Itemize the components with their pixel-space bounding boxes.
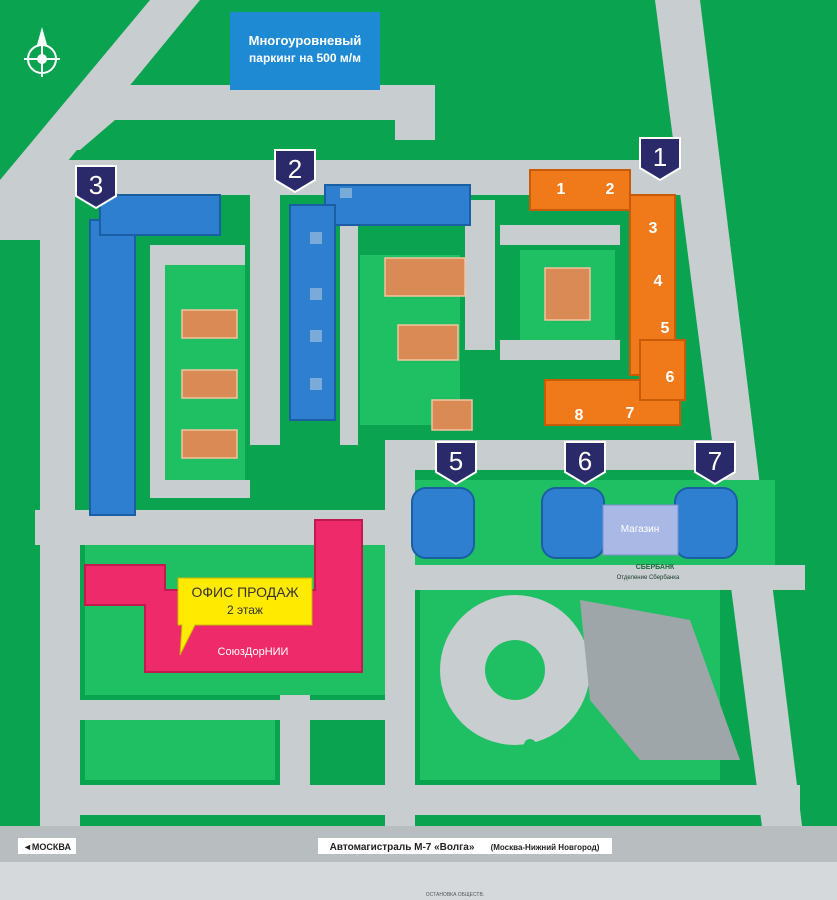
section-2: 2 — [606, 181, 615, 198]
tower-5 — [411, 487, 475, 559]
moscow-label: ◄МОСКВА — [23, 842, 71, 852]
section-8: 8 — [575, 407, 584, 424]
sales-office-callout: ОФИС ПРОДАЖ 2 этаж — [177, 577, 313, 656]
towers — [411, 487, 738, 559]
compass-rose-icon — [24, 27, 60, 77]
marker-2: 2 — [274, 149, 316, 194]
building-1 — [529, 169, 686, 426]
office-building-label: СоюзДорНИИ — [218, 646, 289, 658]
marker-3: 3 — [75, 165, 117, 210]
callout-line2: 2 этаж — [227, 603, 263, 617]
parking-line1: Многоуровневый — [249, 33, 362, 48]
svg-text:2: 2 — [288, 154, 302, 184]
marker-6: 6 — [564, 441, 606, 486]
sport-courts — [181, 257, 591, 459]
shop-building — [602, 504, 679, 556]
sberbank-logo: СБЕРБАНК — [636, 564, 675, 571]
section-4: 4 — [654, 273, 663, 290]
highway-labels: ◄МОСКВА Автомагистраль М-7 «Волга» (Моск… — [18, 838, 612, 898]
marker-1: 1 — [639, 137, 681, 182]
building-markers: 1 2 3 5 6 7 — [75, 137, 736, 486]
parking-block: Многоуровневый паркинг на 500 м/м — [230, 12, 380, 90]
building-3 — [89, 194, 221, 516]
tower-6 — [541, 487, 605, 559]
svg-text:7: 7 — [708, 446, 722, 476]
bus-stop-label: ОСТАНОВКА ОБЩЕСТВ. — [426, 892, 484, 898]
svg-text:1: 1 — [653, 142, 667, 172]
marker-7: 7 — [694, 441, 736, 486]
svg-text:6: 6 — [578, 446, 592, 476]
building-2-stairs — [310, 188, 352, 390]
section-6: 6 — [666, 369, 675, 386]
tower-7 — [674, 487, 738, 559]
parking-line2: паркинг на 500 м/м — [249, 51, 361, 65]
sberbank-caption: Отделение Сбербанка — [617, 575, 680, 581]
svg-text:5: 5 — [449, 446, 463, 476]
highway-name: Автомагистраль М-7 «Волга» — [330, 842, 475, 853]
roundabout — [440, 595, 740, 760]
shop-label: Магазин — [621, 524, 660, 535]
section-5: 5 — [661, 320, 670, 337]
svg-text:3: 3 — [89, 170, 103, 200]
callout-line1: ОФИС ПРОДАЖ — [191, 584, 298, 600]
section-3: 3 — [649, 220, 658, 237]
marker-5: 5 — [435, 441, 477, 486]
highway-route: (Москва-Нижний Новгород) — [491, 843, 600, 852]
section-1: 1 — [557, 181, 566, 198]
section-7: 7 — [626, 405, 635, 422]
